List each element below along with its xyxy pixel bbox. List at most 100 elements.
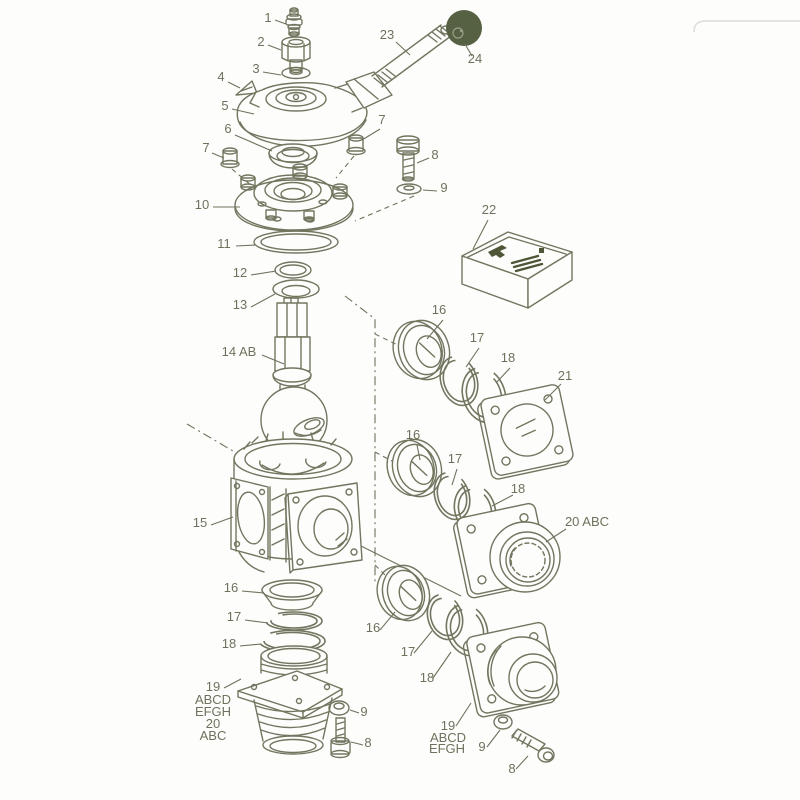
part-label-16: 16: [366, 620, 380, 635]
part-15-valve-body: [230, 431, 363, 574]
leader-line-17: [451, 468, 458, 486]
right-group-b: [386, 438, 561, 599]
leader-line-17: [413, 630, 433, 654]
part-label-15: 15: [193, 515, 207, 530]
part-label-22: 22: [482, 202, 496, 217]
leader-line-8: [515, 755, 529, 770]
leader-line-7: [361, 128, 381, 141]
part-9-washer-bottom-left: [328, 700, 350, 716]
part-17-ring-a: [439, 355, 479, 407]
part-label-12: 12: [233, 265, 247, 280]
part-7-cap-right: [346, 134, 366, 156]
part-3-stem-washer: [281, 66, 311, 80]
leader-line-9: [486, 729, 501, 748]
right-group-c: [376, 564, 560, 763]
part-label-8: 8: [431, 147, 438, 162]
part-24-handle-ball: [446, 10, 482, 46]
part-17-ring-c: [426, 593, 464, 641]
part-label-abc: ABC: [200, 728, 227, 743]
part-label-20: 20: [206, 716, 220, 731]
leader-line-18: [432, 651, 452, 679]
part-label-18: 18: [501, 350, 515, 365]
part-label-9: 9: [360, 704, 367, 719]
part-label-17: 17: [227, 609, 241, 624]
part-label-1: 1: [264, 10, 271, 25]
leader-line-20-abc: [545, 528, 567, 543]
kit-box-logo: [488, 245, 544, 273]
part-label-4: 4: [217, 69, 224, 84]
leader-line-11: [235, 244, 257, 247]
leader-line-18: [495, 367, 511, 384]
part-label-18: 18: [420, 670, 434, 685]
leader-line-24: [464, 43, 473, 57]
leader-line-22: [472, 219, 489, 250]
leader-line-5: [231, 108, 255, 115]
part-label-3: 3: [252, 61, 259, 76]
part-label-18: 18: [511, 481, 525, 496]
part-label-9: 9: [440, 180, 447, 195]
part-21-blind-flange: [477, 384, 574, 480]
part-label-6: 6: [224, 121, 231, 136]
leader-line-9: [422, 189, 438, 192]
part-label-9: 9: [478, 739, 485, 754]
part-label-efgh: EFGH: [195, 704, 231, 719]
part-16-seat-bottom: [261, 579, 323, 611]
part-label-17: 17: [401, 644, 415, 659]
part-label-16: 16: [432, 302, 446, 317]
part-label-13: 13: [233, 297, 247, 312]
leader-line-16: [379, 611, 396, 631]
card-corner-line: [693, 20, 800, 33]
part-label-17: 17: [470, 330, 484, 345]
leader-line-16: [416, 444, 421, 461]
leader-line-19: [223, 678, 242, 689]
leader-line-21: [544, 383, 562, 401]
leader-line-12: [250, 270, 277, 276]
leader-line-8: [350, 741, 364, 746]
leader-line-23: [395, 41, 411, 56]
leader-line-17: [244, 619, 269, 624]
part-label-2: 2: [257, 34, 264, 49]
part-label-20-abc: 20 ABC: [565, 514, 609, 529]
part-5-handle-housing: [236, 71, 393, 147]
leader-line-1: [274, 19, 287, 25]
leader-line-16: [241, 590, 265, 594]
part-label-24: 24: [468, 51, 482, 66]
part-9-washer-top: [396, 183, 422, 195]
part-6-bearing: [268, 143, 318, 169]
leader-line-19: [455, 702, 472, 727]
part-label-19: 19: [206, 679, 220, 694]
leader-line-13: [250, 293, 276, 308]
leader-line-9: [349, 709, 360, 714]
part-label-5: 5: [221, 98, 228, 113]
part-16-seat-b: [386, 438, 443, 498]
part-12-oring-small: [274, 261, 312, 279]
leader-line-18: [239, 643, 262, 647]
part-label-16: 16: [406, 427, 420, 442]
part-label-23: 23: [380, 27, 394, 42]
part-label-efgh: EFGH: [429, 741, 465, 756]
part-14ab-stem-ball: [260, 297, 328, 454]
leader-line-18: [491, 494, 514, 507]
part-label-7: 7: [378, 112, 385, 127]
part-20-socket: [489, 521, 561, 593]
part-label-8: 8: [364, 735, 371, 750]
leader-line-2: [267, 44, 282, 51]
leader-line-7: [211, 152, 225, 159]
part-9-washer-bottom-right: [493, 714, 513, 730]
part-label-19: 19: [441, 718, 455, 733]
part-8-bolt-bottom-left: [330, 717, 351, 759]
right-group-a: [392, 319, 574, 480]
leader-line-6: [234, 134, 273, 152]
part-19-threaded-nipple: [487, 636, 558, 706]
part-23-handle-rod: [371, 24, 452, 88]
part-16-seat-a: [392, 319, 451, 381]
leader-line-17: [465, 347, 480, 368]
part-8-bolt-bottom-right: [511, 728, 555, 763]
part-label-16: 16: [224, 580, 238, 595]
part-16-seat-c: [376, 564, 431, 622]
part-label-abcd: ABCD: [195, 692, 231, 707]
part-2-packing-nut: [281, 36, 311, 74]
part-13-washer-ring: [272, 279, 320, 299]
